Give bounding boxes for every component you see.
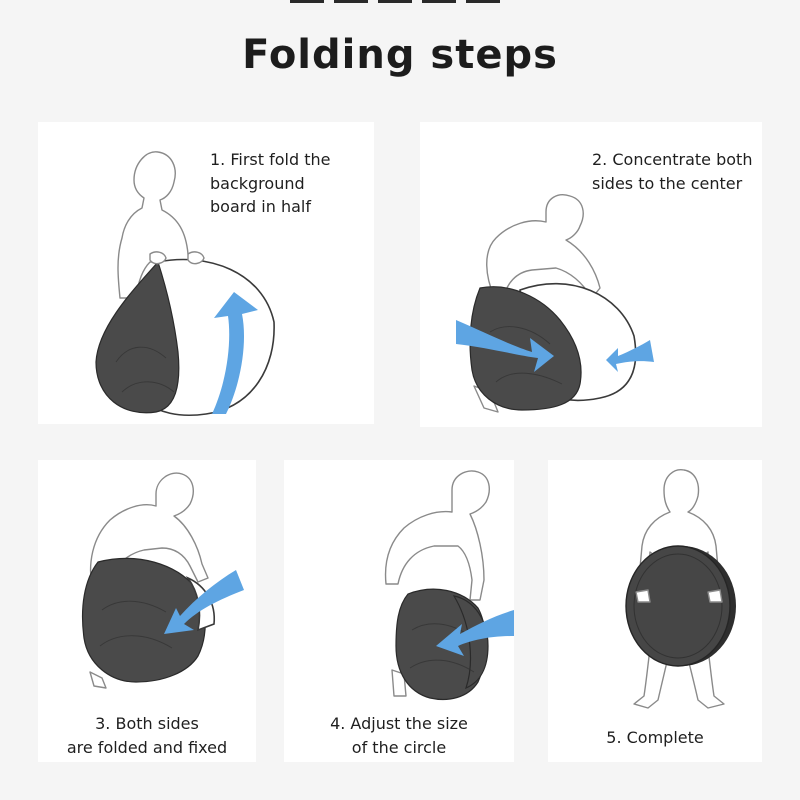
up-arrow-icon [212,292,258,414]
step-4-illustration [384,470,514,701]
caption-line: of the circle [351,737,447,757]
person-icon [473,194,601,413]
caption-line: 2. Concentrate both [592,150,753,169]
right-arrow-icon [456,320,554,372]
step-1-caption: 1. First fold the background board in ha… [210,148,330,219]
caption-line: 3. Both sides [95,714,199,733]
hands-icon [635,589,723,603]
step-3-panel: 3. Both sides are folded and fixed [38,460,256,762]
step-3-illustration [81,472,244,689]
folded-circle-reflector-icon [625,545,736,667]
hands-icon [149,251,205,265]
step-1-panel: 1. First fold the background board in ha… [38,122,374,424]
page-title: Folding steps [242,32,558,78]
reflector-dark-half [469,286,582,411]
caption-line: 5. Complete [606,728,704,747]
left-arrow-icon [164,570,244,634]
reflector-folded [81,557,215,683]
step-5-panel: 5. Complete [548,460,762,762]
caption-line: 4. Adjust the size [330,714,468,733]
step-2-caption: 2. Concentrate both sides to the center [592,148,752,195]
step-4-caption: 4. Adjust the size of the circle [284,712,514,759]
caption-line: 1. First fold the [210,150,331,169]
step-2-illustration [456,194,654,413]
left-arrow-icon [436,610,514,656]
person-icon [89,472,209,689]
step-3-caption: 3. Both sides are folded and fixed [38,712,256,759]
caption-line: board in half [210,197,311,216]
caption-line: are folded and fixed [66,737,228,757]
caption-line: background [210,173,305,193]
step-2-panel: 2. Concentrate both sides to the center [420,122,762,427]
step-5-illustration [625,469,736,709]
step-1-illustration [95,151,275,417]
caption-line: sides to the center [592,173,743,193]
left-arrow-icon [606,340,654,372]
step-4-panel: 4. Adjust the size of the circle [284,460,514,762]
top-decorative-strip [290,0,510,3]
step-5-caption: 5. Complete [548,726,762,750]
reflector-dark-half [95,260,180,414]
